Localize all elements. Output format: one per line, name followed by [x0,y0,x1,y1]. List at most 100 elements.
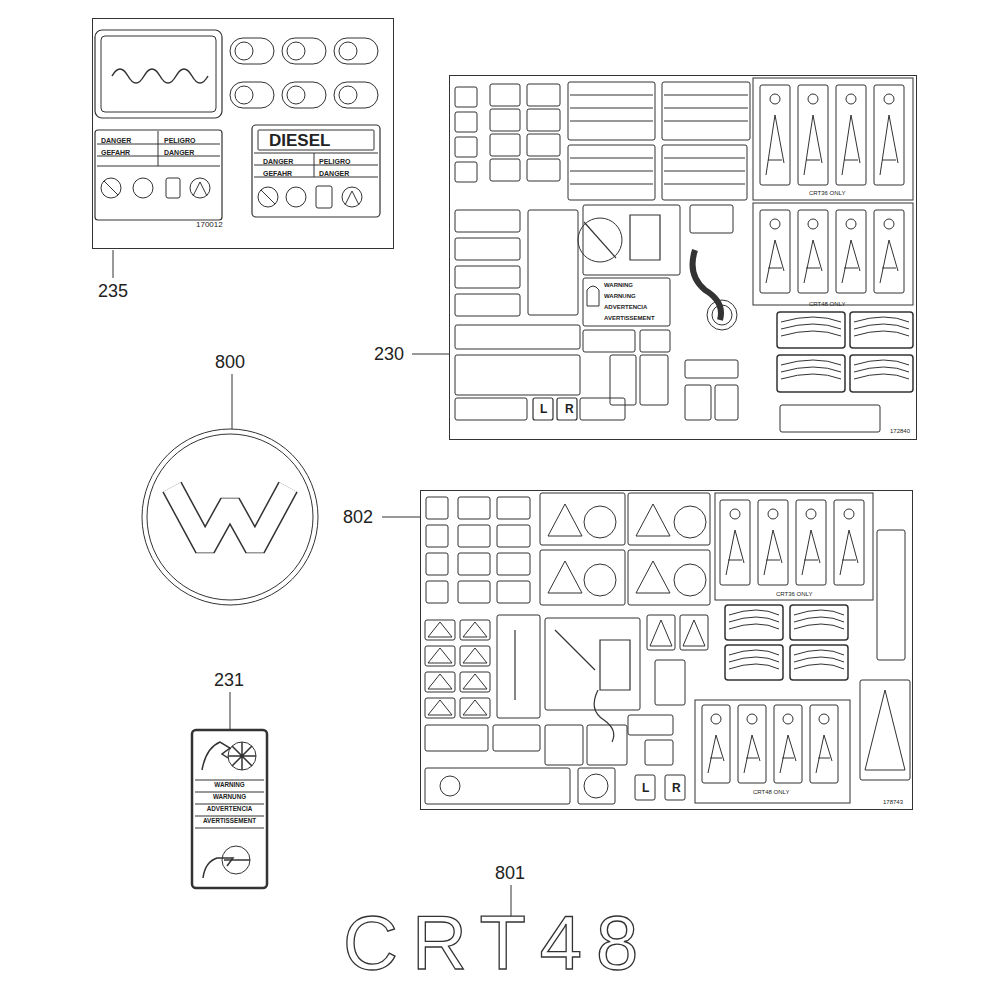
icon-path [854,367,909,372]
icon-circle [133,178,153,198]
decal-outline [230,38,274,64]
leader-line [570,171,653,172]
decal-outline [647,615,675,650]
icon-path [880,115,898,175]
decal-outline [493,725,540,751]
decal-outline [715,385,738,420]
decal-outline [425,768,570,804]
icon-path [104,181,118,195]
icon-path [514,630,515,700]
decal-outline [426,581,448,603]
icon-circle [235,42,253,60]
decal-text: CRT36 ONLY [776,591,812,597]
decal-outline [95,30,222,118]
decal-outline [540,493,625,545]
decal-outline [655,660,685,705]
icon-path [794,657,844,662]
icon-circle [584,506,616,538]
icon-path [463,622,487,637]
icon-circle [440,776,460,796]
decal-outline [426,525,448,547]
callout-number: 802 [343,508,373,526]
icon-path [766,115,784,175]
decal-drawing [95,30,913,918]
decal-outline [527,159,560,181]
decal-outline [874,210,904,293]
decal-outline [458,553,490,575]
icon-circle [808,94,818,104]
callout-number: 231 [214,671,244,689]
icon-path [636,561,670,593]
decal-outline [455,294,520,316]
leader-line [230,692,231,729]
icon-path [729,610,779,615]
decal-text: AVERTISSEMENT [192,818,267,824]
decal-outline [753,78,913,200]
decal-outline [798,210,828,293]
decal-outline [425,672,455,692]
icon-circle [730,509,740,519]
decal-outline [578,768,615,804]
decal-outline [425,698,455,718]
decal-outline [455,87,477,107]
decal-text: R [672,782,681,794]
decal-outline [557,398,577,420]
icon-circle [339,42,357,60]
icon-circle [747,714,757,724]
icon-path [630,215,660,260]
decal-outline [777,355,845,392]
decal-text: L [642,782,649,794]
decal-outline [455,398,527,420]
icon-path [548,561,582,593]
icon-path [804,240,822,283]
icon-path [854,331,909,336]
icon-path [203,858,233,878]
leader-line [570,121,653,122]
decal-outline [583,278,670,326]
icon-circle [768,509,778,519]
decal-text: CRT36 ONLY [809,190,845,196]
callout-number: 235 [98,282,128,300]
icon-path [854,374,909,379]
decal-text: GEFAHR [263,170,292,177]
icon-path [463,674,487,689]
decal-text: ADVERTENCIA [604,304,647,310]
leader-line [570,158,653,159]
decal-outline [316,186,332,208]
decal-outline [533,398,553,420]
logo-w-fill [172,487,288,548]
decal-outline [258,130,374,150]
decal-outline [426,497,448,519]
icon-path [587,286,599,306]
decal-outline [527,134,560,156]
logo-w [172,487,288,548]
decal-outline [798,85,828,185]
decal-outline [490,109,520,131]
icon-path [780,735,796,773]
decal-outline [628,493,710,545]
decal-outline [850,355,913,392]
leader-line [664,171,745,172]
decal-outline [497,553,530,575]
decal-outline [425,646,455,666]
decal-outline [497,497,530,519]
icon-path [744,735,760,773]
decal-outline [583,205,680,275]
icon-circle [846,219,856,229]
leader-line [664,158,745,159]
decal-sheet: WARNINGWARNUNGADVERTENCIAAVERTISSEMENTCR… [449,75,917,440]
icon-path [816,735,832,773]
icon-path [193,182,207,196]
decal-outline [568,82,655,140]
decal-outline [282,82,326,108]
decal-outline [738,705,766,783]
icon-path [794,624,844,629]
icon-circle [287,86,305,104]
decal-outline [877,530,905,660]
decal-outline [230,82,274,108]
icon-path [548,504,582,536]
decal-outline [640,330,670,352]
icon-circle [712,305,732,325]
decal-outline [455,162,477,182]
decal-outline [780,405,880,432]
